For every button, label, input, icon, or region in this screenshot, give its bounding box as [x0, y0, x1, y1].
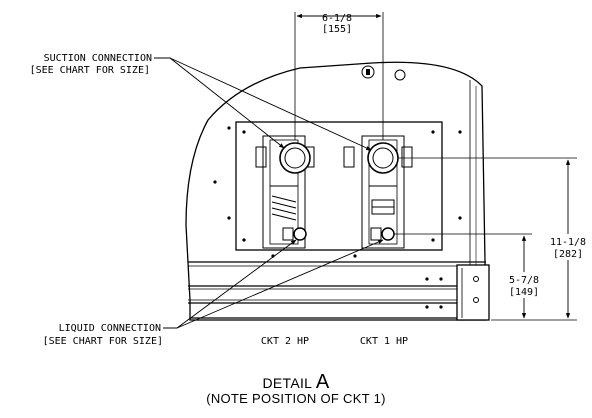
- ckt2-suction-connection: [279, 142, 311, 174]
- ckt2-liquid-connection: [293, 227, 307, 241]
- base-rail: [188, 261, 486, 319]
- mounting-panel: [235, 121, 443, 251]
- liquid-connection-size-note: [SEE CHART FOR SIZE]: [43, 336, 163, 347]
- right-inner-dimension-imperial: 5-7/8: [509, 275, 539, 286]
- top-dimension-imperial: 6-1/8: [322, 13, 352, 24]
- suction-leaders: [154, 57, 372, 151]
- ckt1-liquid-connection: [381, 227, 395, 241]
- extension-lines: [294, 12, 577, 321]
- suction-connection-size-note: [SEE CHART FOR SIZE]: [30, 65, 150, 76]
- right-outer-dimension-metric: [282]: [553, 249, 583, 260]
- right-inner-dimension-metric: [149]: [509, 287, 539, 298]
- detail-title-letter: A: [315, 371, 330, 393]
- ckt1-label: CKT 1 HP: [360, 336, 408, 347]
- unit-housing-outline: [185, 61, 487, 321]
- ckt2-label: CKT 2 HP: [261, 336, 309, 347]
- housing-hole-circle: [394, 69, 406, 81]
- housing-port-circle: [361, 65, 375, 79]
- liquid-connection-label: LIQUID CONNECTION: [59, 323, 161, 334]
- right-outer-dimension-imperial: 11-1/8: [550, 237, 586, 248]
- suction-connection-label: SUCTION CONNECTION: [44, 53, 152, 64]
- detail-title-prefix: DETAIL: [262, 375, 316, 391]
- detail-title: DETAIL A: [0, 371, 592, 394]
- liquid-leaders: [163, 239, 384, 329]
- detail-note: (NOTE POSITION OF CKT 1): [206, 391, 386, 406]
- top-dimension-metric: [155]: [322, 24, 352, 35]
